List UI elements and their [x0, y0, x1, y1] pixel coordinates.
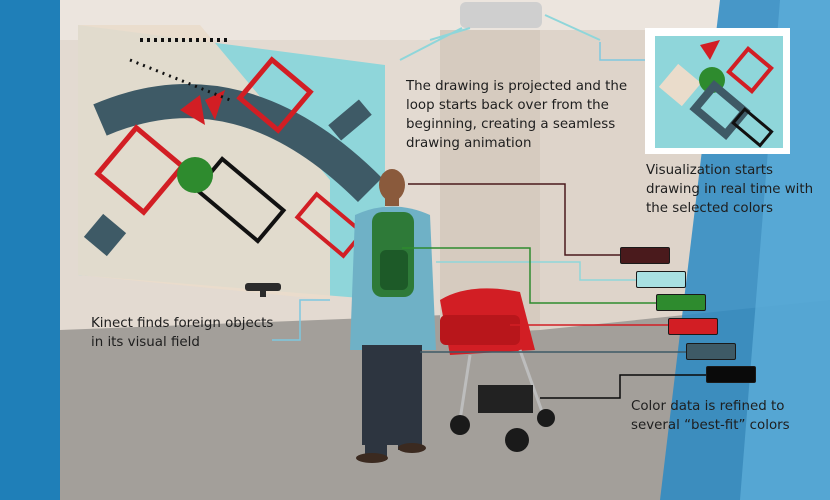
leader-line-black — [540, 374, 706, 399]
visualization-thumbnail — [645, 28, 790, 154]
left-blue-edge — [0, 0, 60, 500]
leader-line-dark-brown — [408, 183, 620, 256]
projector — [460, 2, 542, 28]
projection-ray-2 — [429, 27, 471, 41]
color-swatch-light-cyan — [636, 271, 686, 288]
kinect-sensor — [245, 283, 281, 291]
projected-mural — [78, 25, 385, 300]
color-swatch-slate — [686, 343, 736, 360]
person-figure — [350, 169, 436, 463]
color-swatch-dark-brown — [620, 247, 670, 264]
leader-line-green — [402, 247, 656, 304]
color-swatch-black — [706, 366, 756, 383]
color-swatch-red — [668, 318, 718, 335]
leader-line-light-cyan — [436, 261, 636, 281]
caption-visualization: Visualization starts drawing in real tim… — [646, 163, 814, 216]
caption-projected: The drawing is projected and the loop st… — [406, 79, 628, 151]
thumbnail-leader-line — [599, 42, 645, 61]
floor — [60, 300, 830, 500]
kinect-stand — [260, 291, 266, 297]
right-blue-shape-2 — [740, 0, 830, 500]
caption-kinect: Kinect finds foreign objects in its visu… — [91, 316, 274, 350]
stroller-figure — [440, 288, 555, 452]
caption-color-data: Color data is refined to several “best-f… — [631, 399, 790, 433]
kinect-leader-line — [272, 299, 330, 341]
wall-corner — [440, 30, 540, 335]
projection-ray-3 — [544, 14, 601, 41]
color-swatch-green — [656, 294, 706, 311]
